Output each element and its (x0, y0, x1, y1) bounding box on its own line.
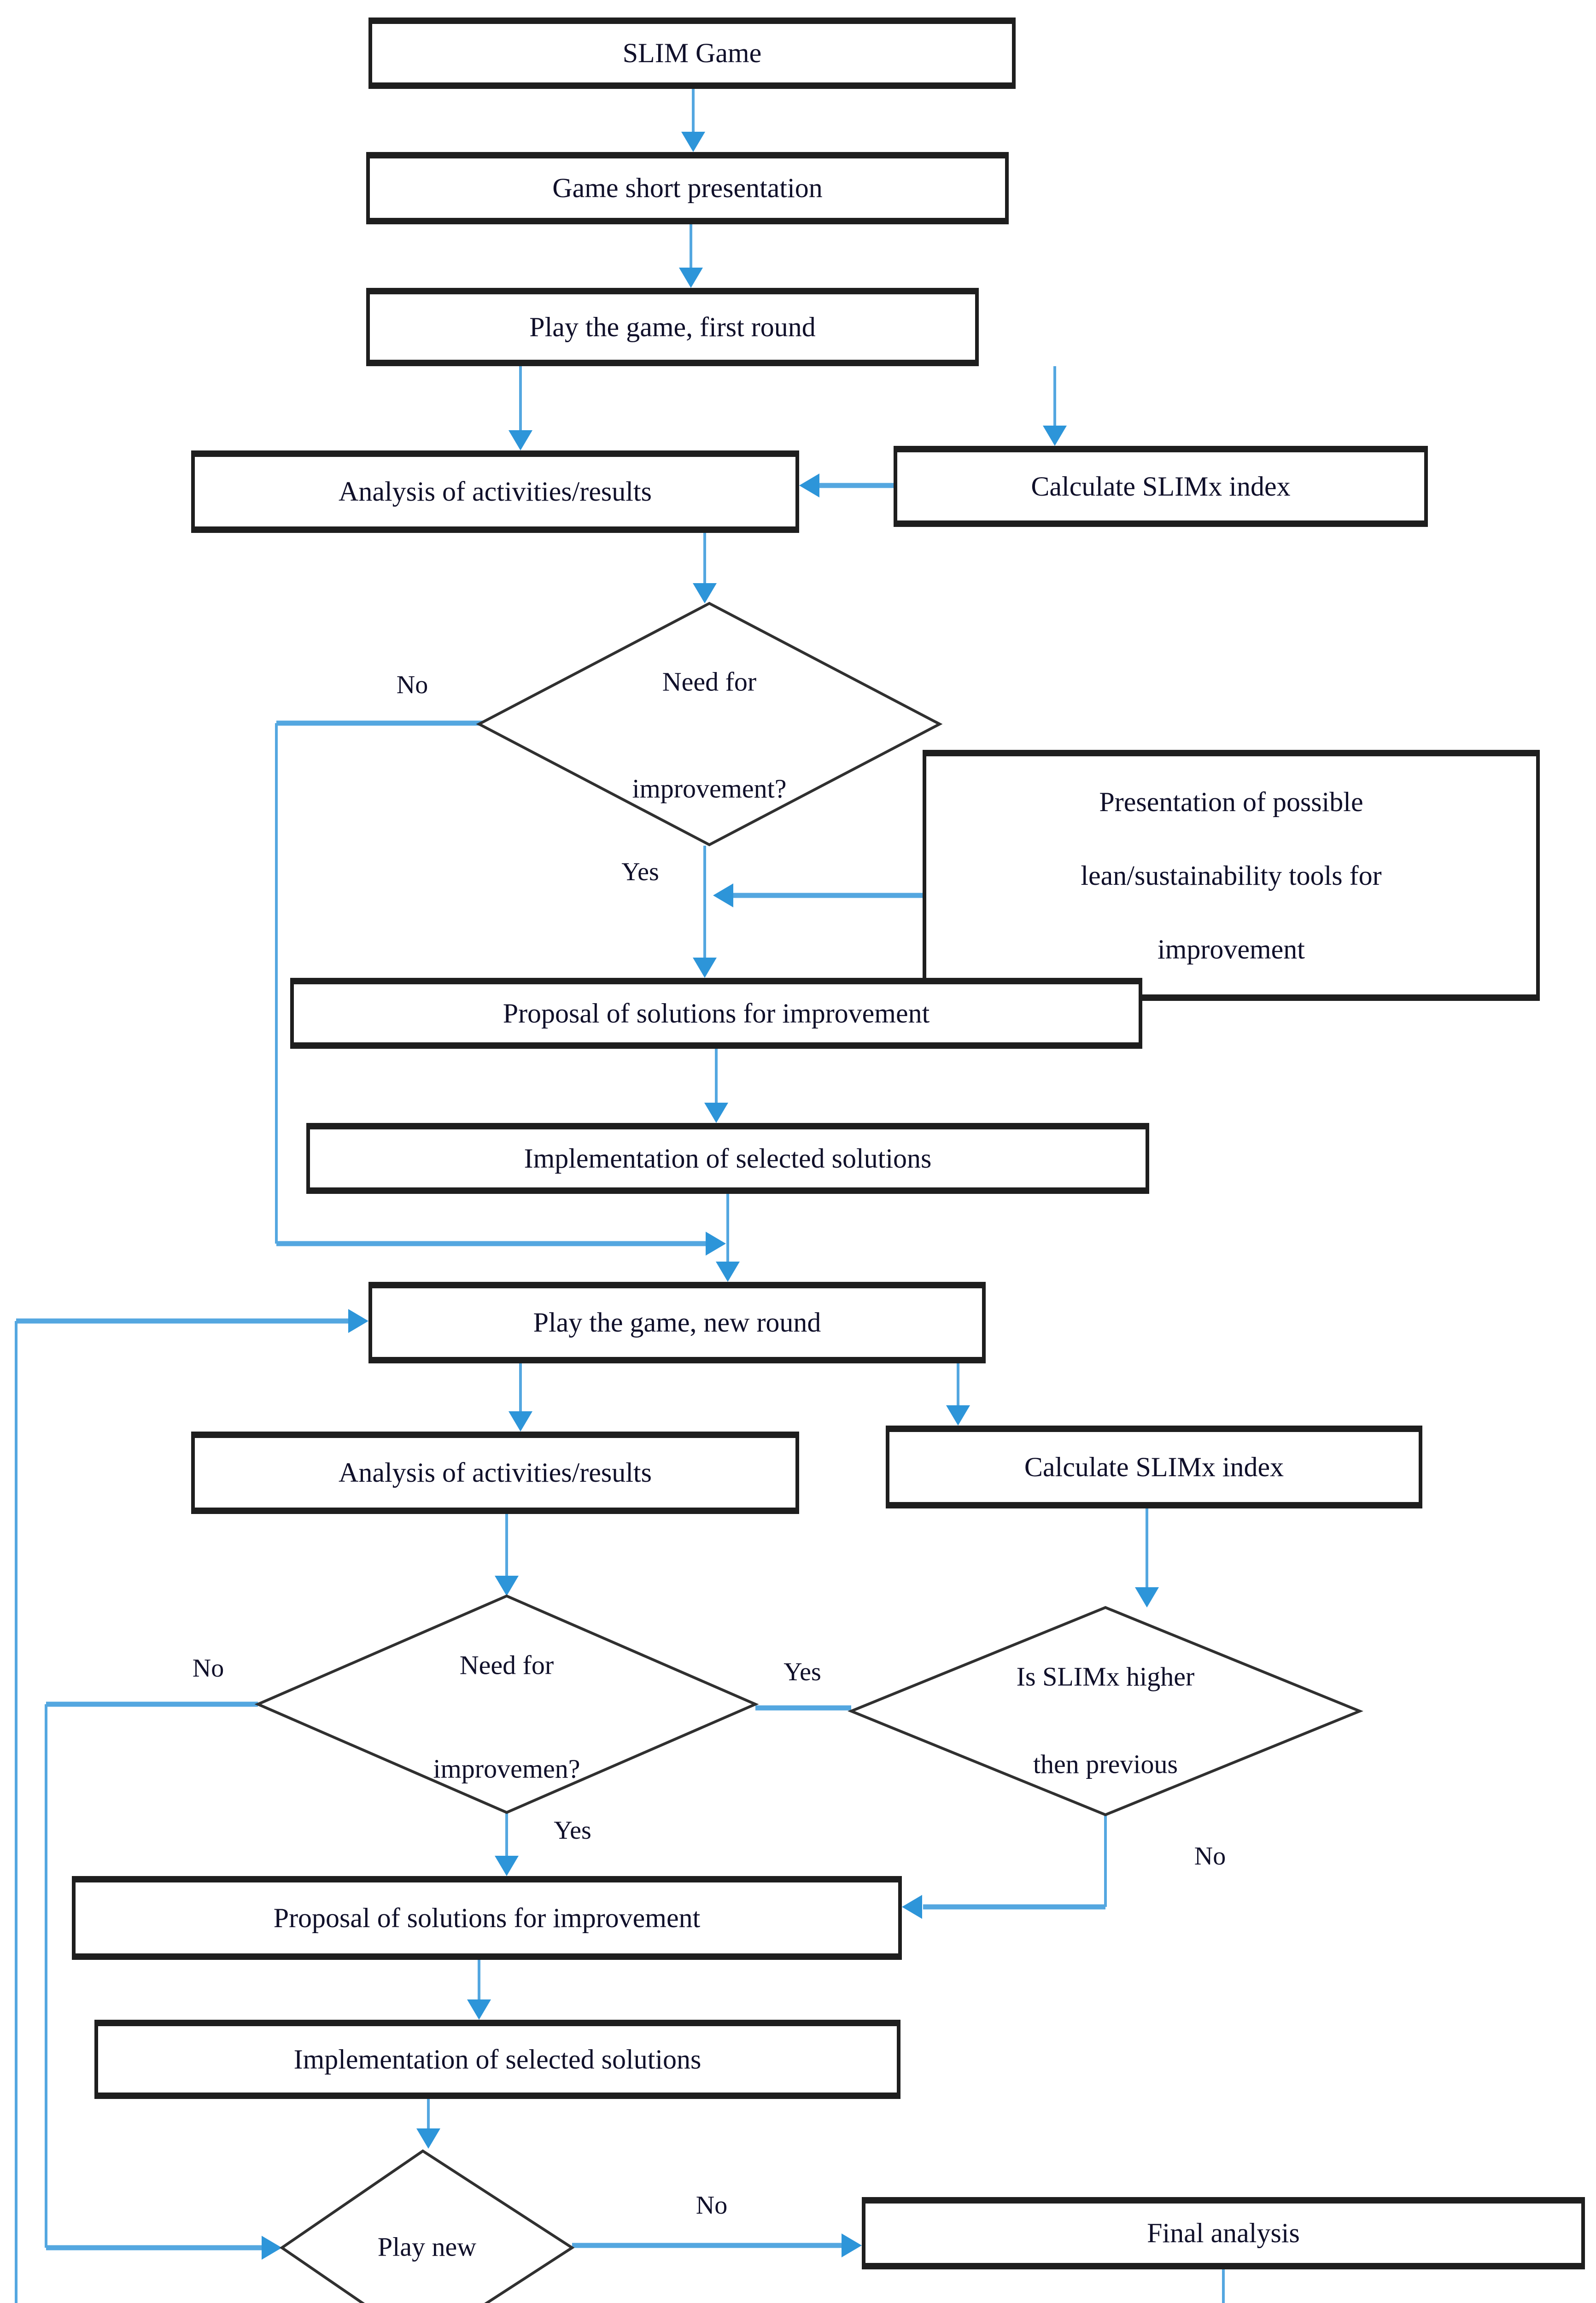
edge-label-need2-yes-right: Yes (783, 1658, 821, 1686)
decision-need-improvement-2-line2: improvemen? (433, 1754, 580, 1784)
node-calculate-1-label: Calculate SLIMx index (1031, 471, 1291, 502)
node-implementation-2: Implementation of selected solutions (94, 2020, 900, 2099)
decision-need-improvement-2-line1: Need for (459, 1650, 554, 1680)
decision-slimx-higher-line2: then previous (1033, 1749, 1178, 1779)
node-calculate-2: Calculate SLIMx index (886, 1426, 1422, 1508)
node-calculate-1: Calculate SLIMx index (894, 446, 1428, 527)
node-analysis-2-label: Analysis of activities/results (339, 1457, 652, 1488)
arrowhead-playnewround-to-calculate2 (946, 1405, 970, 1426)
node-play-first-round-label: Play the game, first round (529, 311, 816, 342)
arrowhead-slimx-no-horizontal (902, 1895, 922, 1919)
arrowhead-analysis2-to-need2 (495, 1576, 519, 1596)
arrowhead-calculate2-to-slimx (1135, 1587, 1159, 1607)
node-implementation-2-label: Implementation of selected solutions (293, 2044, 702, 2075)
node-calculate-2-label: Calculate SLIMx index (1024, 1451, 1284, 1482)
node-proposal-2-label: Proposal of solutions for improvement (273, 1902, 701, 1933)
arrowhead-implementation1-to-playnewround (716, 1262, 740, 1282)
node-implementation-1: Implementation of selected solutions (306, 1123, 1149, 1194)
arrowhead-proposal2-to-implementation2 (467, 1999, 491, 2020)
edge-label-play-new-no: No (696, 2191, 728, 2220)
arrowhead-first-to-calculate1 (1043, 426, 1067, 446)
node-presentation-tools: Presentation of possible lean/sustainabi… (923, 750, 1540, 1001)
decision-need-improvement-1-line1: Need for (662, 666, 757, 697)
edge-label-need2-no: No (192, 1654, 224, 1683)
decision-need-improvement-1 (476, 602, 943, 847)
node-implementation-1-label: Implementation of selected solutions (524, 1143, 932, 1174)
decision-need-improvement-2 (254, 1594, 759, 1814)
arrowhead-playnew-no-to-final (842, 2233, 862, 2257)
node-play-first-round: Play the game, first round (366, 288, 979, 366)
arrowhead-need2-no-into-playnew (262, 2236, 282, 2260)
arrowhead-first-to-analysis1 (509, 430, 532, 450)
arrowhead-need1-no-merge (706, 1232, 726, 1256)
arrowhead-presentation-to-yespath (713, 883, 733, 907)
arrowhead-short-to-first (679, 268, 703, 288)
node-play-new-round: Play the game, new round (368, 1282, 986, 1363)
node-slim-game-label: SLIM Game (622, 38, 762, 68)
node-presentation-tools-line2: lean/sustainability tools for (1081, 860, 1382, 891)
decision-slimx-higher-line1: Is SLIMx higher (1016, 1661, 1195, 1692)
node-game-short-presentation-label: Game short presentation (552, 173, 823, 203)
node-play-new-round-label: Play the game, new round (533, 1307, 821, 1338)
arrowhead-need2-yes-down (495, 1856, 519, 1876)
edge-label-slimx-no: No (1194, 1842, 1226, 1870)
node-proposal-2: Proposal of solutions for improvement (72, 1876, 902, 1960)
node-final-analysis: Final analysis (862, 2197, 1585, 2269)
decision-slimx-higher (848, 1606, 1363, 1817)
arrowhead-yesloop-into-playnewround (348, 1309, 368, 1333)
edge-label-need2-yes-down: Yes (554, 1816, 591, 1845)
arrowhead-analysis1-to-need1 (693, 583, 717, 603)
edge-label-need1-yes: Yes (621, 858, 659, 886)
node-analysis-1: Analysis of activities/results (191, 450, 799, 533)
node-slim-game: SLIM Game (368, 18, 1016, 89)
node-game-short-presentation: Game short presentation (366, 152, 1009, 224)
node-final-analysis-label: Final analysis (1147, 2218, 1300, 2248)
arrowhead-calculate1-to-analysis1 (799, 473, 819, 497)
node-proposal-1-label: Proposal of solutions for improvement (503, 998, 930, 1029)
decision-play-new (279, 2149, 575, 2303)
arrowhead-need1-yes-down (693, 958, 717, 978)
arrowhead-proposal1-to-implementation1 (704, 1103, 728, 1123)
decision-need-improvement-1-line2: improvement? (632, 773, 787, 804)
node-proposal-1: Proposal of solutions for improvement (290, 978, 1142, 1049)
arrowhead-implementation2-to-playnew (416, 2128, 440, 2149)
arrowhead-slim-to-short (681, 132, 705, 152)
decision-play-new-label: Play new (377, 2232, 477, 2262)
node-analysis-2: Analysis of activities/results (191, 1432, 799, 1514)
arrowhead-playnewround-to-analysis2 (509, 1411, 532, 1432)
node-presentation-tools-line1: Presentation of possible (1099, 786, 1363, 817)
node-analysis-1-label: Analysis of activities/results (339, 476, 652, 507)
edge-label-need1-no: No (396, 671, 428, 699)
node-presentation-tools-line3: improvement (1158, 934, 1305, 964)
